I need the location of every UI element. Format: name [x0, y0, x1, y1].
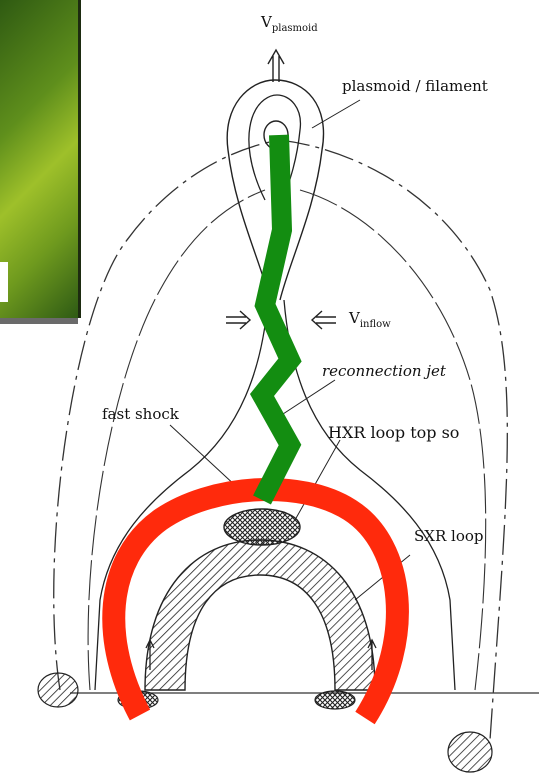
sxr-loop-arch: [145, 540, 375, 690]
footpoint-far-right: [448, 732, 492, 772]
hxr-loop-top-label: HXR loop top so: [328, 423, 539, 442]
leader-fast-shock: [170, 425, 238, 488]
leader-jet: [283, 380, 335, 414]
footpoint-far-left: [38, 673, 78, 707]
reconnection-jet-label: reconnection jet: [322, 362, 446, 380]
hxr-loop-top-source: [224, 509, 300, 545]
fast-shock-label: fast shock: [102, 405, 179, 423]
double-up-arrow-icon: [268, 50, 284, 82]
v-plasmoid-label: Vplasmoid: [261, 13, 318, 34]
footpoint-right: [315, 691, 355, 709]
double-left-arrow-icon: [312, 311, 336, 329]
plasmoid-filament-label: plasmoid / filament: [342, 77, 488, 95]
leader-plasmoid: [312, 100, 360, 128]
v-inflow-symbol: V: [349, 309, 360, 327]
v-inflow-subscript: inflow: [360, 319, 391, 330]
v-plasmoid-subscript: plasmoid: [272, 23, 318, 34]
v-inflow-label: Vinflow: [349, 309, 391, 330]
double-right-arrow-icon: [226, 311, 250, 329]
sxr-loop-label: SXR loop: [414, 527, 483, 545]
v-plasmoid-symbol: V: [261, 13, 272, 31]
